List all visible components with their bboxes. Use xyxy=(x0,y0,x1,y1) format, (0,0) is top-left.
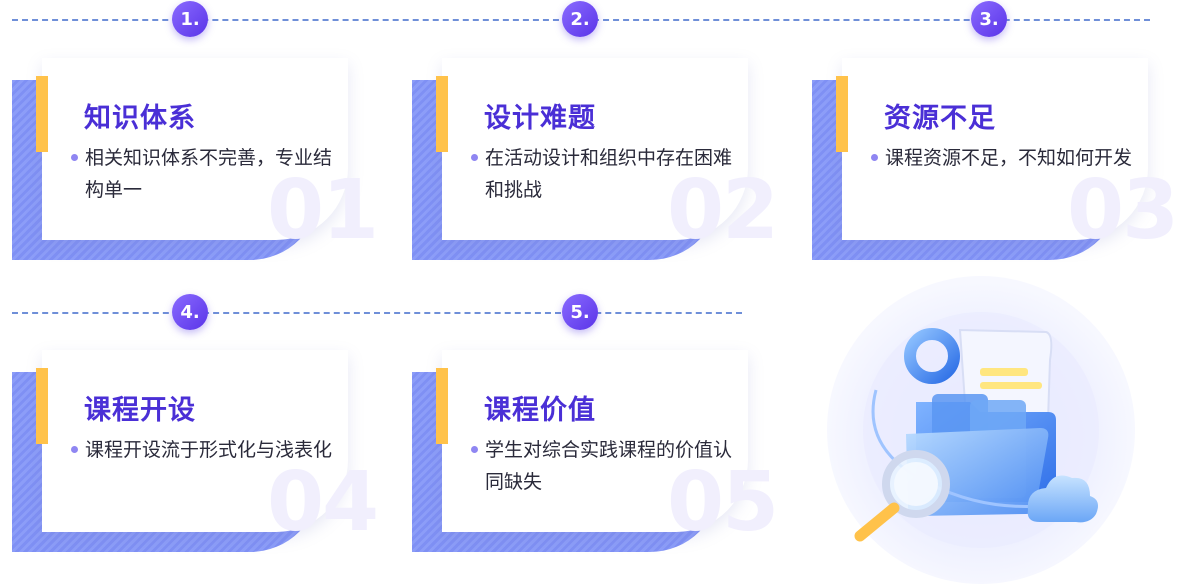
bullet-dot-icon xyxy=(471,154,478,161)
card-description: 课程开设流于形式化与浅表化 xyxy=(85,439,333,461)
step-badge-2: 2. xyxy=(562,1,598,37)
card-description: 学生对综合实践课程的价值认同缺失 xyxy=(485,439,733,493)
cloud-icon xyxy=(1027,475,1098,523)
card-accent-bar xyxy=(436,76,448,152)
card-front-panel: 03 xyxy=(842,58,1177,252)
card-accent-bar xyxy=(436,368,448,444)
step-card-1: 01 知识体系 相关知识体系不完善，专业结构单一 xyxy=(12,58,379,263)
card-title: 课程价值 xyxy=(484,395,596,426)
card-description: 在活动设计和组织中存在困难和挑战 xyxy=(485,147,733,201)
card-description: 课程资源不足，不知如何开发 xyxy=(885,147,1133,169)
card-accent-bar xyxy=(836,76,848,152)
card-watermark-number: 03 xyxy=(1067,163,1177,258)
card-accent-bar xyxy=(36,368,48,444)
ring-chart-icon xyxy=(904,328,960,384)
magnifier-glass xyxy=(894,462,938,506)
card-title: 知识体系 xyxy=(84,103,196,134)
doc-line-2 xyxy=(980,382,1042,389)
card-watermark-number: 01 xyxy=(267,163,379,258)
card-title: 资源不足 xyxy=(884,103,996,134)
card-front-panel: 05 xyxy=(442,350,779,544)
card-watermark-number: 02 xyxy=(667,163,779,258)
step-card-4: 04 课程开设 课程开设流于形式化与浅表化 xyxy=(12,350,379,555)
step-card-2: 02 设计难题 在活动设计和组织中存在困难和挑战 xyxy=(412,58,779,263)
bullet-dot-icon xyxy=(871,154,878,161)
card-title: 课程开设 xyxy=(84,395,196,426)
card-watermark-number: 05 xyxy=(667,455,779,550)
folder-magnifier-cloud-illustration xyxy=(827,276,1135,584)
card-title: 设计难题 xyxy=(484,103,596,134)
step-card-3: 03 资源不足 课程资源不足，不知如何开发 xyxy=(812,58,1177,263)
magnifier-handle xyxy=(854,502,900,542)
step-card-5: 05 课程价值 学生对综合实践课程的价值认同缺失 xyxy=(412,350,779,555)
bullet-dot-icon xyxy=(471,446,478,453)
bullet-dot-icon xyxy=(71,154,78,161)
bullet-dot-icon xyxy=(71,446,78,453)
step-badge-4: 4. xyxy=(172,294,208,330)
card-accent-bar xyxy=(36,76,48,152)
card-front-panel: 02 xyxy=(442,58,779,252)
step-badge-1: 1. xyxy=(172,1,208,37)
row2-divider-line xyxy=(12,312,742,314)
card-watermark-number: 04 xyxy=(267,455,379,550)
step-badge-5: 5. xyxy=(562,294,598,330)
doc-line-1 xyxy=(980,368,1028,376)
step-badge-3: 3. xyxy=(971,1,1007,37)
card-front-panel: 04 xyxy=(42,350,379,544)
card-front-panel: 01 xyxy=(42,58,379,252)
card-description: 相关知识体系不完善，专业结构单一 xyxy=(85,147,333,201)
